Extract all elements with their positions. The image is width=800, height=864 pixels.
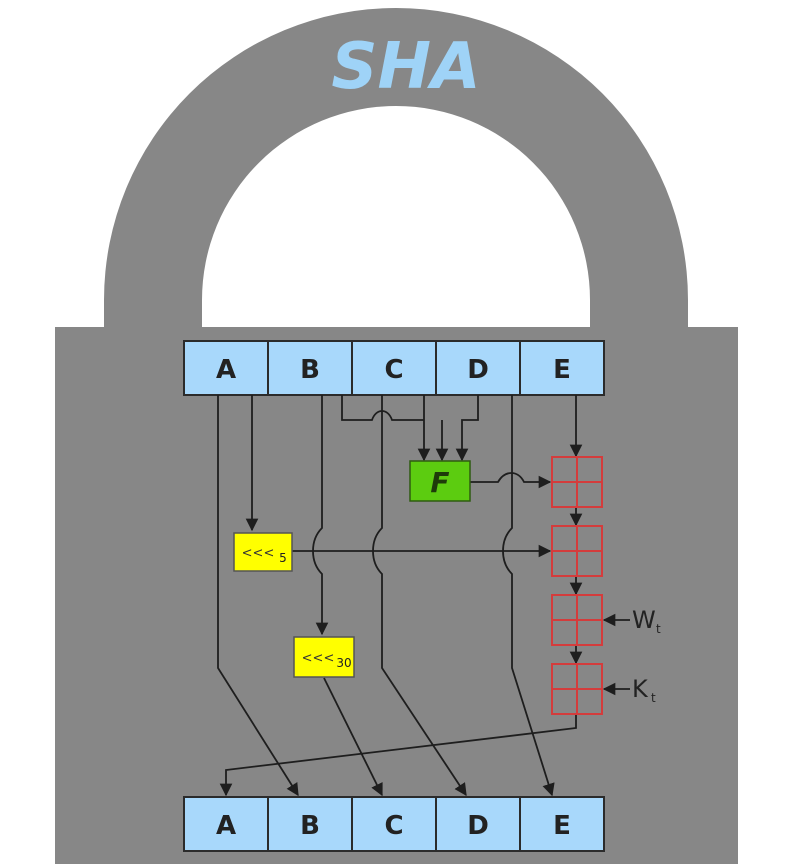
bottom-register-b-label: B [300,811,320,841]
wire-c-to-d [372,395,467,797]
bottom-register-a-label: A [216,811,236,841]
wire-adder4-to-a [219,715,577,797]
w-subscript: t [656,622,661,636]
bottom-register-d-label: D [467,811,489,841]
top-register-e [519,340,605,396]
top-register-c-label: C [384,355,403,385]
adder-4 [551,663,603,715]
rotate-left-5-sub: 5 [279,551,287,565]
top-register-e-label: E [553,355,571,385]
lock-shackle [104,8,688,330]
top-register-d-label: D [467,355,489,385]
top-register-a [183,340,269,396]
function-f-box [409,460,471,502]
function-f-label: F [430,466,449,499]
k-label: K [632,675,649,703]
rotate-left-30-block: <<< 30 [293,636,355,678]
dataflow-wires [217,395,630,797]
bottom-register-a [183,796,269,852]
rotate-left-30-label: <<< [302,651,335,666]
lock-body [55,327,738,864]
wire-a-to-b [217,395,299,797]
bottom-register-row: A B C D E [183,796,605,852]
rotate-left-30-box [293,636,355,678]
wire-rot30-to-c [323,677,383,797]
top-register-b-label: B [300,355,320,385]
top-register-row: A B C D E [183,340,605,396]
bottom-register-e-label: E [553,811,571,841]
wire-d-to-e [502,395,555,797]
rotate-left-5-label: <<< [242,546,275,561]
lock-title: SHA [331,30,480,104]
top-register-a-label: A [216,355,236,385]
adder-3 [551,594,603,646]
bottom-register-e [519,796,605,852]
w-label: W [632,606,656,634]
top-register-d [435,340,521,396]
function-f-block: F [409,460,471,502]
bottom-register-c-label: C [384,811,403,841]
k-t-label: K t [632,675,656,705]
rotate-left-5-box [233,532,293,572]
adder-2 [551,525,603,577]
wire-d-to-f-2 [455,395,479,462]
w-t-label: W t [632,606,661,636]
rotate-left-5-block: <<< 5 [233,532,293,572]
rotate-left-30-sub: 30 [336,656,351,670]
bottom-register-c [351,796,437,852]
k-subscript: t [651,691,656,705]
wire-f-to-adder1 [470,472,552,489]
wire-b-to-f [341,395,424,421]
adder-1 [551,456,603,508]
